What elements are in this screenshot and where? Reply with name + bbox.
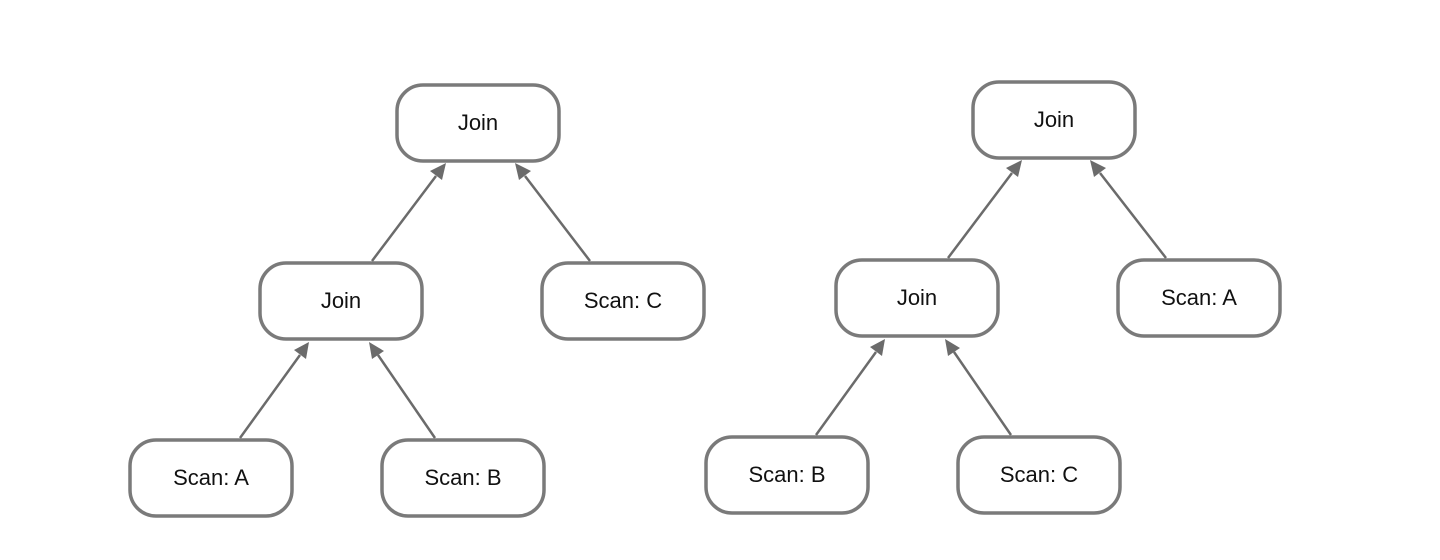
- edge-scan-a-to-join-inner: [238, 342, 309, 439]
- edge-scan-b-to-join-inner: [369, 342, 437, 439]
- join-node-root-label: Join: [458, 110, 498, 135]
- join-node-inner-label: Join: [897, 285, 937, 310]
- scan-node-a: Scan: A: [1116, 258, 1282, 338]
- edge-scan-c-to-join-root: [515, 163, 591, 262]
- edge-join-inner-to-join-root: [371, 163, 446, 262]
- join-node-inner: Join: [258, 261, 424, 341]
- join-node-inner-label: Join: [321, 288, 361, 313]
- scan-node-a: Scan: A: [128, 438, 294, 518]
- scan-node-c: Scan: C: [540, 261, 706, 341]
- scan-node-a-label: Scan: A: [173, 465, 249, 490]
- scan-node-b-label: Scan: B: [424, 465, 501, 490]
- scan-node-c: Scan: C: [956, 435, 1122, 515]
- left-edges: [238, 163, 591, 439]
- scan-node-b: Scan: B: [380, 438, 546, 518]
- join-node-root: Join: [971, 80, 1137, 160]
- scan-node-c-label: Scan: C: [584, 288, 662, 313]
- scan-node-c-label: Scan: C: [1000, 462, 1078, 487]
- edge-scan-c-to-join-inner: [945, 339, 1013, 436]
- scan-node-b-label: Scan: B: [748, 462, 825, 487]
- right-plan-tree: Join Join Scan: A Scan: B Scan: C: [704, 80, 1282, 515]
- join-node-inner: Join: [834, 258, 1000, 338]
- left-plan-tree: Join Join Scan: C Scan: A Scan: B: [128, 83, 706, 518]
- join-node-root-label: Join: [1034, 107, 1074, 132]
- edge-scan-a-to-join-root: [1090, 160, 1167, 259]
- scan-node-a-label: Scan: A: [1161, 285, 1237, 310]
- edge-join-inner-to-join-root: [947, 160, 1022, 259]
- right-edges: [814, 160, 1167, 436]
- edge-scan-b-to-join-inner: [814, 339, 885, 436]
- join-node-root: Join: [395, 83, 561, 163]
- scan-node-b: Scan: B: [704, 435, 870, 515]
